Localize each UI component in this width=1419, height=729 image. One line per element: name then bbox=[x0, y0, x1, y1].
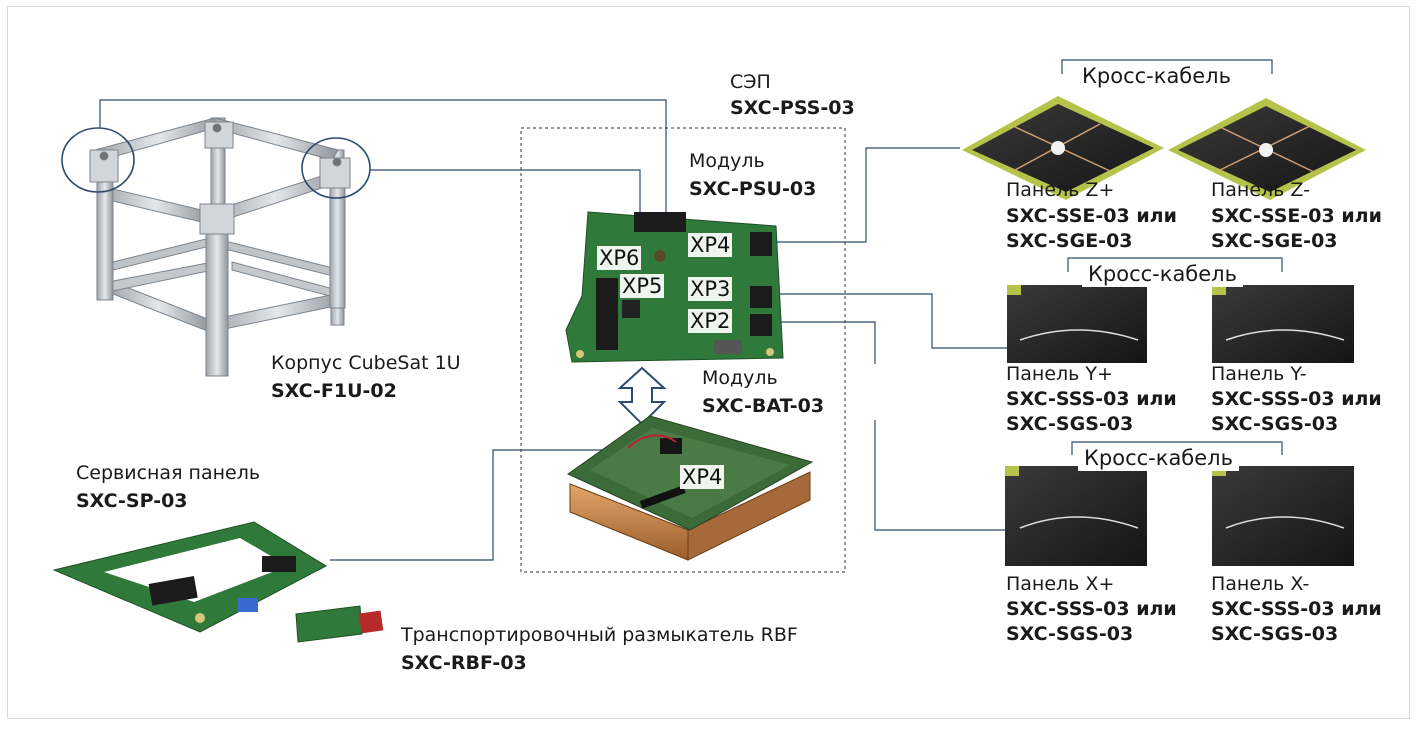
stack-arrow bbox=[617, 366, 667, 426]
solar-panel-z-plus bbox=[962, 96, 1164, 200]
cross-cable-label-y: Кросс-кабель bbox=[1082, 261, 1243, 287]
panel-y-plus-name: Панель Y+ bbox=[1006, 363, 1113, 385]
psu-title: Модуль bbox=[689, 150, 765, 172]
panel-y-minus-code2: SXC-SGS-03 bbox=[1211, 413, 1339, 435]
panel-x-plus-name: Панель X+ bbox=[1006, 573, 1115, 595]
panel-z-plus-code1: SXC-SSE-03 или bbox=[1006, 205, 1177, 227]
panel-z-minus-code2: SXC-SGE-03 bbox=[1211, 230, 1338, 252]
pss-code: SXC-PSS-03 bbox=[730, 97, 855, 119]
corner-highlight-left bbox=[61, 127, 135, 193]
panel-x-minus-name: Панель X- bbox=[1211, 573, 1310, 595]
connector-xp4-psu: XP4 bbox=[688, 233, 733, 257]
cross-cable-label-z: Кросс-кабель bbox=[1076, 63, 1237, 89]
panel-y-plus-code2: SXC-SGS-03 bbox=[1006, 413, 1134, 435]
bat-code: SXC-BAT-03 bbox=[702, 395, 825, 417]
pss-boundary bbox=[520, 127, 846, 573]
solar-panel-x-plus bbox=[1005, 466, 1147, 566]
solar-panel-z-minus bbox=[1168, 98, 1366, 200]
service-panel-image bbox=[52, 521, 328, 633]
panel-y-plus-code1: SXC-SSS-03 или bbox=[1006, 388, 1177, 410]
connector-xp3: XP3 bbox=[688, 277, 733, 301]
service-code: SXC-SP-03 bbox=[76, 490, 188, 512]
solar-panel-x-minus bbox=[1212, 466, 1354, 566]
cubesat-frame-image bbox=[89, 117, 351, 377]
connector-xp2: XP2 bbox=[688, 309, 733, 333]
service-title: Сервисная панель bbox=[76, 462, 261, 484]
panel-y-minus-code1: SXC-SSS-03 или bbox=[1211, 388, 1382, 410]
corner-highlight-right bbox=[301, 137, 371, 199]
panel-z-plus-name: Панель Z+ bbox=[1006, 179, 1115, 201]
solar-panel-y-minus bbox=[1212, 285, 1354, 363]
bat-title: Модуль bbox=[702, 367, 778, 389]
psu-code: SXC-PSU-03 bbox=[689, 178, 817, 200]
connector-xp5: XP5 bbox=[620, 274, 665, 298]
panel-x-plus-code2: SXC-SGS-03 bbox=[1006, 623, 1134, 645]
panel-z-minus-code1: SXC-SSE-03 или bbox=[1211, 205, 1382, 227]
connection-wires bbox=[99, 59, 1283, 561]
panel-x-plus-code1: SXC-SSS-03 или bbox=[1006, 598, 1177, 620]
rbf-code: SXC-RBF-03 bbox=[401, 652, 527, 674]
connector-xp6: XP6 bbox=[597, 246, 642, 270]
panel-x-minus-code1: SXC-SSS-03 или bbox=[1211, 598, 1382, 620]
panel-z-plus-code2: SXC-SGE-03 bbox=[1006, 230, 1133, 252]
panel-z-minus-name: Панель Z- bbox=[1211, 179, 1310, 201]
frame-code: SXC-F1U-02 bbox=[271, 380, 397, 402]
frame-title: Корпус CubeSat 1U bbox=[271, 352, 461, 374]
pss-title: СЭП bbox=[730, 71, 771, 93]
psu-board-image bbox=[565, 211, 784, 363]
cross-cable-label-x: Кросс-кабель bbox=[1078, 445, 1239, 471]
panel-y-minus-name: Панель Y- bbox=[1211, 363, 1307, 385]
rbf-title: Транспортировочный размыкатель RBF bbox=[401, 624, 798, 646]
solar-panel-y-plus bbox=[1007, 285, 1147, 363]
rbf-plug-image bbox=[295, 605, 384, 643]
connector-xp4-bat: XP4 bbox=[680, 465, 725, 489]
panel-x-minus-code2: SXC-SGS-03 bbox=[1211, 623, 1339, 645]
